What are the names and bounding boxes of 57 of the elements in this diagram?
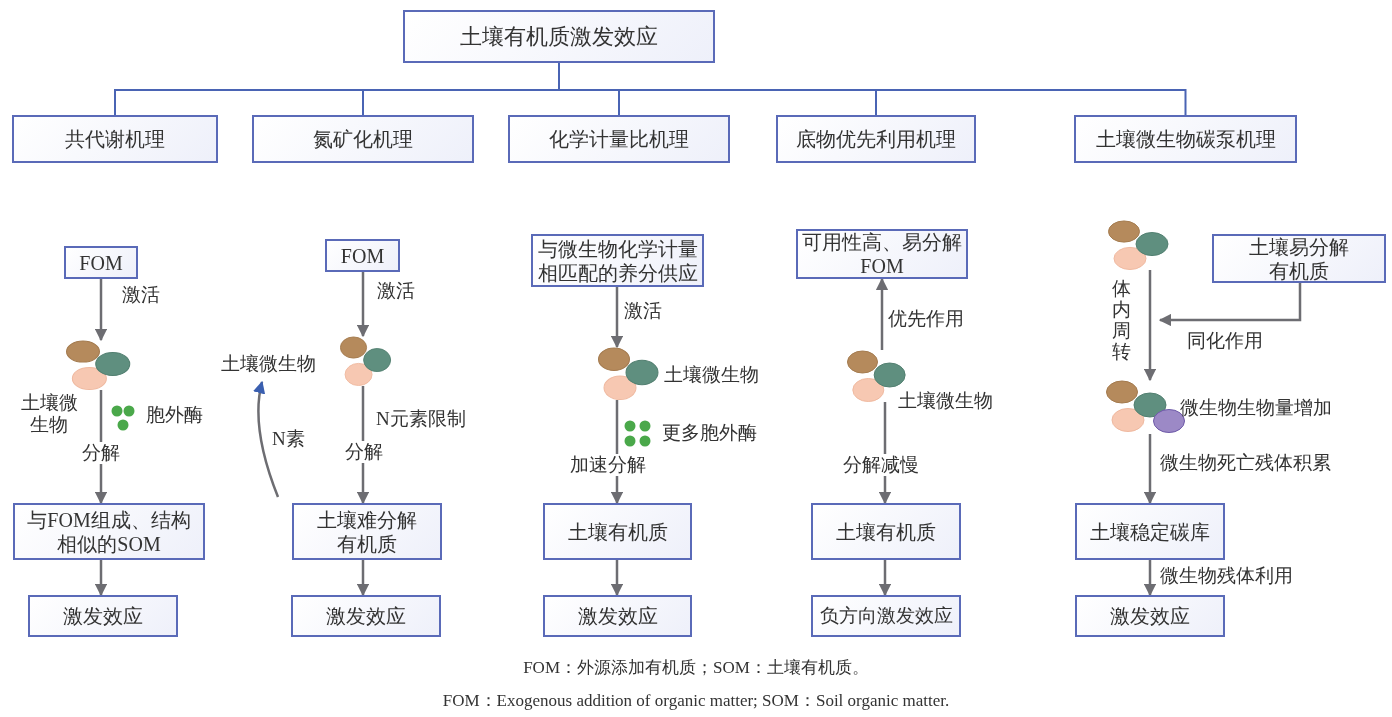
caption-text: FOM：Exogenous addition of organic matter; SOM：Soil organic matter. [442,690,950,712]
arrow [875,277,889,350]
edge-label: 同化作用 [1187,330,1263,352]
edge-label: 优先作用 [888,308,964,330]
arrow [610,560,624,597]
arrow [356,272,370,338]
edge-label: 分解减慢 [843,454,919,476]
node-text: 土壤微生物 [212,350,324,378]
process-box: 与微生物化学计量相匹配的养分供应 [531,234,704,287]
process-box: 激发效应 [291,595,441,637]
note-text: N元素限制 [376,408,466,430]
process-box: FOM [64,246,138,279]
process-box: 可用性高、易分解FOM [796,229,968,279]
process-box: 氮矿化机理 [252,115,474,163]
beside-text: 土壤微生物 [664,364,759,386]
process-box: 激发效应 [1075,595,1225,637]
edge-label: 微生物死亡残体积累 [1160,452,1331,474]
process-box: 化学计量比机理 [508,115,730,163]
caption-text: FOM：外源添加有机质；SOM：土壤有机质。 [523,657,869,679]
process-box: 底物优先利用机理 [776,115,976,163]
edge-label: 分解 [345,441,383,463]
process-box: 土壤有机质激发效应 [403,10,715,63]
process-box: 土壤微生物碳泵机理 [1074,115,1297,163]
arrow [610,287,624,349]
arrow [1143,434,1157,505]
process-box: 土壤有机质 [543,503,692,560]
edge-label: 激活 [122,284,160,306]
beside-text: 微生物生物量增加 [1180,397,1332,419]
process-box: 激发效应 [543,595,692,637]
arrow [253,380,280,498]
process-box: 与FOM组成、结构相似的SOM [13,503,205,560]
edge-label: 加速分解 [570,454,646,476]
process-box: 共代谢机理 [12,115,218,163]
beside-text: 土壤微生物 [898,390,993,412]
process-box: 激发效应 [28,595,178,637]
process-box: FOM [325,239,400,272]
process-box: 负方向激发效应 [811,595,961,637]
arrow [1158,283,1302,327]
edge-label: 分解 [82,442,120,464]
arrow [1143,270,1157,382]
arrow [1143,560,1157,597]
edge-label: 激活 [377,280,415,302]
beside-text: 土壤微生物 [19,392,79,436]
process-box: 土壤有机质 [811,503,961,560]
arrow [94,279,108,342]
process-box: 土壤难分解有机质 [292,503,442,560]
note-text: 胞外酶 [146,404,203,426]
arrow [356,560,370,597]
edge-label: 激活 [624,300,662,322]
process-box: 土壤易分解有机质 [1212,234,1386,283]
edge-label: 微生物残体利用 [1160,565,1293,587]
arrow [878,560,892,597]
edge-label: 体内周转 [1112,278,1132,362]
process-box: 土壤稳定碳库 [1075,503,1225,560]
edge-label: N素 [272,428,305,450]
arrow [94,560,108,597]
note-text: 更多胞外酶 [662,422,757,444]
